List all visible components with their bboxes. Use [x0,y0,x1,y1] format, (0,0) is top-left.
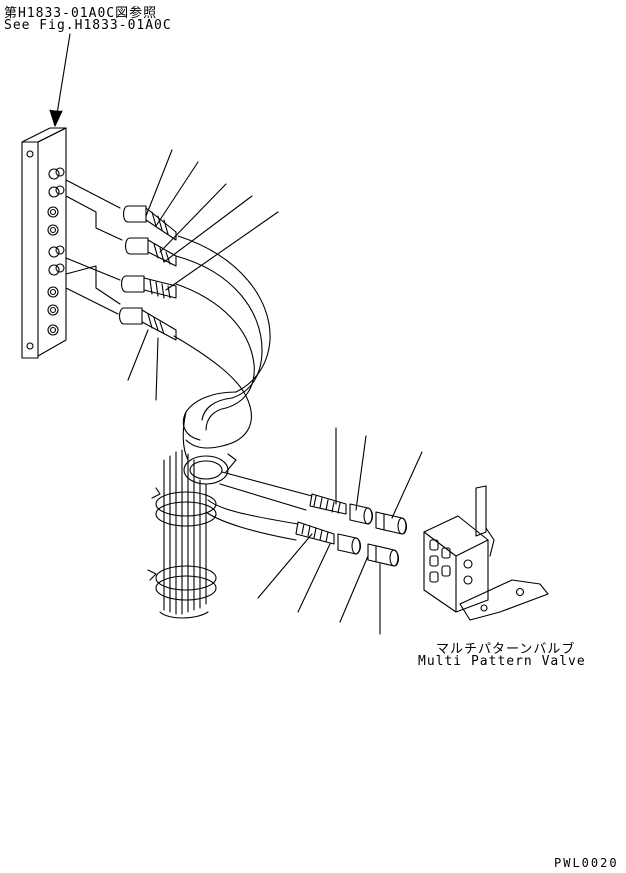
manifold-ports [48,168,64,335]
valve-ports [430,540,472,584]
hose-clamp-bundle[interactable] [148,450,236,618]
manifold-block[interactable] [22,128,66,358]
valve-label-en: Multi Pattern Valve [418,654,586,669]
reference-arrow [50,34,70,126]
leader-lines-upper [128,150,278,400]
fitting-lower-4[interactable] [368,544,399,566]
fitting-upper-4[interactable] [120,308,177,340]
fitting-lower-3[interactable] [296,522,361,554]
fitting-lower-2[interactable] [376,512,407,534]
fitting-lower-1[interactable] [310,494,373,524]
reference-label-jp: 第H1833-01A0C図参照 [4,6,158,21]
multi-pattern-valve[interactable] [424,486,548,620]
leader-lines-lower [258,428,422,634]
fitting-upper-2[interactable] [126,238,177,266]
drawing-code: PWL0020 [554,856,619,870]
valve-bracket [460,580,548,620]
valve-label-jp: マルチパターンバルブ [436,642,576,657]
fitting-upper-3[interactable] [122,276,177,298]
reference-label-en: See Fig.H1833-01A0C [4,18,172,33]
hose-bundle-upper [66,180,270,460]
hose-bundle-lower [206,472,312,540]
fitting-upper-1[interactable] [124,206,177,240]
